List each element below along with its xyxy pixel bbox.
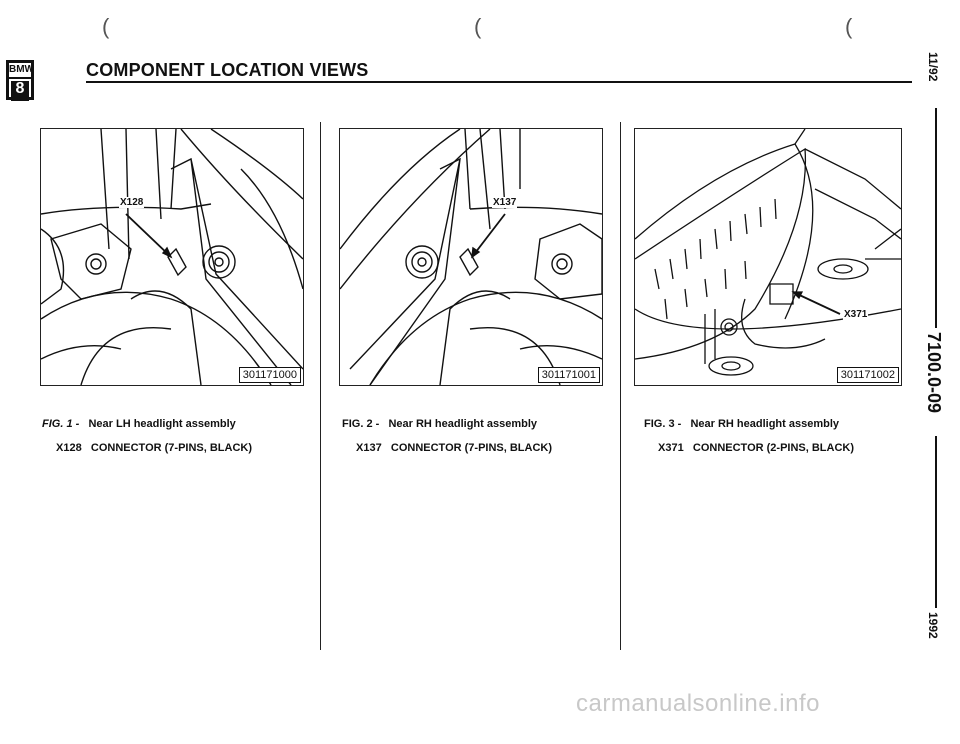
figure-2-illustration: X137 301171001: [339, 128, 603, 386]
figure-1-connector: X128 CONNECTOR (7-PINS, BLACK): [56, 442, 252, 454]
sidebar-page-code: 7100.0-09: [924, 332, 944, 414]
figure-3-caption: FIG. 3 - Near RH headlight assembly: [644, 418, 839, 430]
sidebar-date: 11/92: [926, 52, 940, 82]
figure-number: FIG. 2 -: [342, 418, 380, 430]
figure-2-caption: FIG. 2 - Near RH headlight assembly: [342, 418, 537, 430]
figure-3-connector: X371 CONNECTOR (2-PINS, BLACK): [658, 442, 854, 454]
figure-1-caption: FIG. 1 - Near LH headlight assembly: [42, 418, 236, 430]
location-text: Near RH headlight assembly: [690, 418, 840, 430]
figure-code: 301171002: [836, 367, 899, 383]
connector-id: X137: [356, 442, 382, 454]
figure-1-illustration: X128 301171000: [40, 128, 304, 386]
page-title: COMPONENT LOCATION VIEWS: [86, 60, 369, 80]
page-sidebar: 11/92 7100.0-09 1992: [915, 40, 955, 700]
scan-mark: (: [474, 14, 482, 39]
sidebar-rule: [935, 108, 937, 328]
figure-3-illustration: X371 301171002: [634, 128, 902, 386]
connector-id: X371: [658, 442, 684, 454]
logo-series: 8: [15, 80, 25, 97]
title-rule: [86, 81, 912, 83]
location-text: Near RH headlight assembly: [388, 418, 538, 430]
figure-2-connector: X137 CONNECTOR (7-PINS, BLACK): [356, 442, 552, 454]
connector-desc: CONNECTOR (2-PINS, BLACK): [692, 442, 855, 454]
column-divider: [620, 122, 621, 650]
figure-number: FIG. 3 -: [644, 418, 682, 430]
logo-brand: BMW: [9, 63, 34, 79]
figure-number: FIG. 1 -: [42, 418, 80, 430]
sidebar-year: 1992: [926, 612, 940, 639]
figure-code: 301171001: [537, 367, 600, 383]
connector-desc: CONNECTOR (7-PINS, BLACK): [390, 442, 553, 454]
figure-code: 301171000: [238, 367, 301, 383]
location-text: Near LH headlight assembly: [88, 418, 236, 430]
scan-mark: (: [102, 14, 110, 39]
callout-label: X137: [492, 197, 518, 208]
callout-label: X128: [119, 197, 145, 208]
connector-desc: CONNECTOR (7-PINS, BLACK): [90, 442, 253, 454]
connector-id: X128: [56, 442, 82, 454]
watermark-text: carmanualsonline.info: [576, 690, 820, 717]
scan-mark: (: [845, 14, 853, 39]
sidebar-rule: [935, 436, 937, 608]
bmw-logo: BMW 8: [6, 60, 34, 101]
column-divider: [320, 122, 321, 650]
callout-label: X371: [843, 309, 869, 320]
